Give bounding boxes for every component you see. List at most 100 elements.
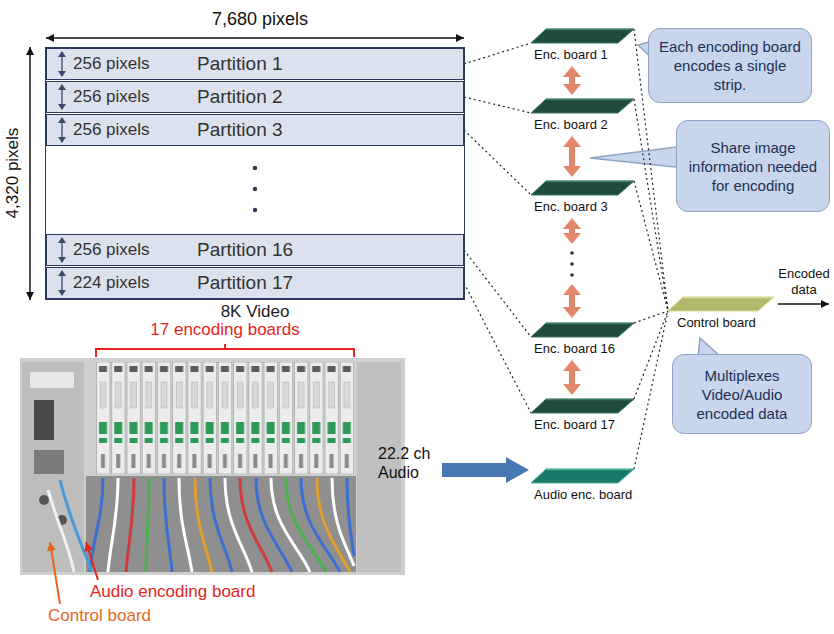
partition-band: 256 pixelsPartition 1 [46,48,464,80]
dotted-link [634,99,668,311]
dotted-line [464,283,531,413]
dotted-link [634,311,668,323]
board-node: Control board [667,296,775,331]
board-outline [668,297,774,311]
size-arrow [56,115,68,145]
arrow-head [563,136,581,147]
output-arrow [778,303,829,305]
dotted-line [464,250,531,337]
callout-box: Each encoding board encodes a single str… [648,28,812,103]
board-outline [531,99,634,113]
board-node: Enc. board 17 [530,398,635,433]
board-shape [530,98,635,114]
size-arrow [56,268,68,298]
dotted-line [634,311,668,469]
size-arrow-line [61,88,62,106]
frame-heading: 8K Video [46,302,464,322]
encoder-rack-photo [20,358,405,575]
partition-band: 224 pixels Partition 17 [46,267,464,299]
size-arrow-head [58,137,66,143]
dotted-link [464,250,531,337]
leader-arrow [86,542,98,580]
callout-text: Share image information needed for encod… [685,138,821,195]
board-node: Enc. board 1 [530,28,635,63]
height-dimension [29,47,31,300]
dotted-link [464,283,531,413]
width-dimension [46,37,464,39]
share-arrow [563,136,581,177]
size-arrow-line [61,121,62,139]
dotted-link [464,43,531,64]
board-highlight [546,99,634,101]
board-node: Audio enc. board [530,468,635,503]
size-arrow-line [61,274,62,292]
size-arrow-line [61,241,62,259]
size-arrow-head [58,117,66,123]
partition-band: 256 pixels Partition 3 [46,114,464,146]
dimension-label: 7,680 pixels [180,8,340,30]
board-outline [531,323,634,337]
share-arrow [563,360,581,395]
size-arrow [56,82,68,112]
dotted-link [464,130,531,195]
board-shape [530,468,635,484]
callout-box: Multiplexes Video/Audio encoded data [672,354,812,434]
board-node: Enc. board 2 [530,98,635,133]
board-node: Enc. board 3 [530,180,635,215]
size-arrow-head [58,104,66,110]
board-highlight [683,297,774,299]
arrow-head [563,166,581,177]
output-label: Encoded data [776,266,832,298]
board-highlight [546,29,634,31]
ellipsis-dots [253,166,257,212]
partition-name: Partition 17 [197,268,293,298]
audio-input-arrow [442,457,529,483]
size-arrow-head [58,84,66,90]
board-label: Control board [667,315,756,330]
dotted-line [464,43,531,64]
photo-label: Audio encoding board [90,582,310,602]
callout-box: Share image information needed for encod… [676,120,830,212]
partition-name: Partition 2 [197,82,283,112]
dotted-line [634,181,668,311]
dotted-link [464,97,531,113]
board-label: Audio enc. board [530,487,632,502]
size-arrow-line [61,55,62,73]
board-label: Enc. board 17 [530,417,615,432]
board-highlight [546,469,634,471]
partition-name: Partition 3 [197,115,283,145]
callout-text: Multiplexes Video/Audio encoded data [681,366,803,423]
board-label: Enc. board 1 [530,47,608,62]
board-highlight [546,323,634,325]
board-shape [530,28,635,44]
ellipsis-dots [570,251,574,277]
input-label: 22.2 ch Audio [378,444,442,482]
share-arrow [563,66,581,95]
board-shape [530,322,635,338]
arrow-head [563,84,581,95]
size-arrow-head [58,290,66,296]
bracket [96,344,354,357]
board-highlight [546,399,634,401]
dotted-link [634,311,668,399]
board-node: Enc. board 16 [530,322,635,357]
dotted-line [464,130,531,195]
partition-band: 256 pixelsPartition 16 [46,234,464,266]
video-frame: 8K Video256 pixelsPartition 1256 pixelsP… [45,47,465,300]
arrow-body [569,370,575,385]
board-outline [531,29,634,43]
board-label: Enc. board 16 [530,341,615,356]
partition-name: Partition 16 [197,235,293,265]
dotted-line [634,311,668,323]
dimension-text: 224 pixels [73,268,150,298]
dimension-text: 256 pixels [73,115,150,145]
board-outline [531,469,634,483]
size-arrow-head [58,270,66,276]
arrow-head [563,384,581,395]
size-arrow-head [58,71,66,77]
callout-text: Each encoding board encodes a single str… [657,37,803,94]
arrow-body [569,146,575,167]
board-shape [530,398,635,414]
board-highlight [546,181,634,183]
